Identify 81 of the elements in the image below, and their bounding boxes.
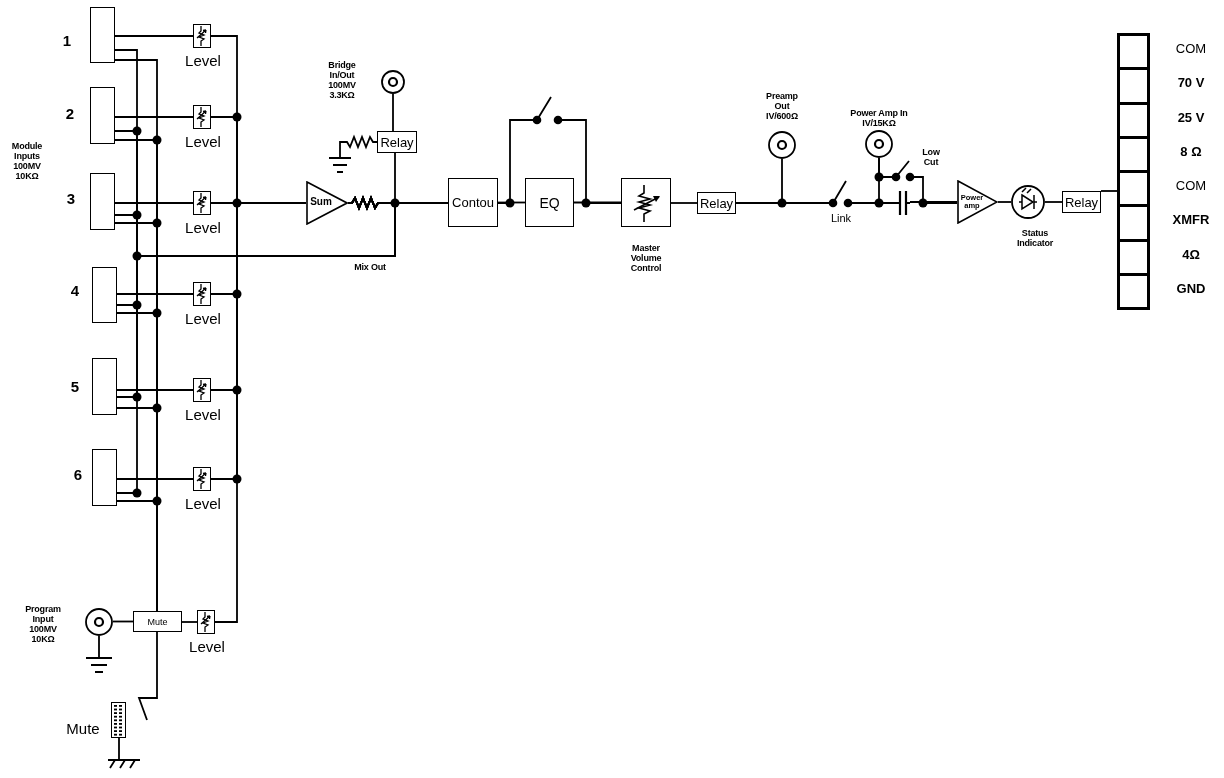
amplifier-triangle <box>957 180 998 224</box>
wire <box>909 201 958 203</box>
component-caption: Power Amp In IV/15KΩ <box>849 108 909 129</box>
annotation-label: Module Inputs 100MV 10KΩ <box>10 141 44 182</box>
master-volume-box <box>621 178 671 227</box>
contour-box <box>448 178 498 227</box>
terminal-label: 25 V <box>1176 110 1206 126</box>
jack-socket <box>85 608 113 636</box>
wire <box>670 202 698 204</box>
wire <box>116 293 194 295</box>
jack-socket <box>768 131 796 159</box>
channel-number: 2 <box>64 106 76 123</box>
terminal-label: 70 V <box>1176 76 1206 91</box>
module-input-box <box>92 449 117 506</box>
jack-socket <box>865 130 893 158</box>
channel-number: 4 <box>69 283 81 300</box>
channel-number: 1 <box>61 33 73 50</box>
wire <box>114 116 194 118</box>
wire <box>392 93 394 132</box>
component-caption: Status Indicator <box>1015 228 1055 249</box>
component-caption: Preamp Out IV/600Ω <box>765 91 799 122</box>
terminal-label: 4Ω <box>1181 247 1201 263</box>
component-caption: Bridge In/Out 100MV 3.3KΩ <box>327 60 357 101</box>
component-caption: Mute <box>65 721 101 738</box>
channel-number: 6 <box>72 467 84 484</box>
mute-box <box>133 611 182 632</box>
module-input-box <box>90 87 115 144</box>
level-label: Level <box>184 311 222 328</box>
eq-box <box>525 178 574 227</box>
wire <box>914 176 958 204</box>
wire <box>114 35 194 37</box>
wire <box>116 389 194 391</box>
terminal-label: COM <box>1174 42 1208 57</box>
amplifier-label: Sum <box>309 197 333 207</box>
wire <box>137 631 158 721</box>
wire <box>181 621 198 623</box>
level-label: Level <box>184 496 222 513</box>
switch-symbol <box>828 179 853 208</box>
module-input-box <box>90 173 115 230</box>
wire <box>1044 201 1063 203</box>
component-caption: Program Input 100MV 10KΩ <box>24 604 62 645</box>
block-label: EQ <box>539 194 560 211</box>
wire <box>1100 190 1118 192</box>
switch-label: Low Cut <box>921 147 941 168</box>
channel-number: 5 <box>69 379 81 396</box>
switch-symbol <box>891 159 915 182</box>
capacitor-symbol <box>896 190 910 216</box>
level-label: Level <box>184 134 222 151</box>
amplifier-triangle <box>306 181 348 225</box>
terminal-label: XMFR <box>1171 213 1211 228</box>
terminal-label: GND <box>1175 281 1207 297</box>
mute-pushbutton <box>111 702 126 738</box>
level-label: Level <box>184 53 222 70</box>
block-label: Contou <box>452 195 494 210</box>
wire <box>562 119 622 204</box>
status-led <box>1011 185 1045 219</box>
jack-socket <box>381 70 405 94</box>
terminal-box <box>1117 67 1150 105</box>
module-input-box <box>90 7 115 63</box>
channel-number: 3 <box>65 191 77 208</box>
module-input-box <box>92 267 117 323</box>
wire <box>997 201 1012 203</box>
block-label: Relay <box>1064 194 1099 210</box>
module-input-box <box>92 358 117 415</box>
block-label: Relay <box>380 134 414 150</box>
level-label: Level <box>188 639 226 656</box>
terminal-label: COM <box>1174 179 1208 194</box>
terminal-label: 8 Ω <box>1179 144 1203 160</box>
switch-label: Link <box>829 212 853 225</box>
block-label: Mute <box>147 616 168 627</box>
switch-symbol <box>532 95 563 125</box>
wire <box>114 202 194 204</box>
component-caption: Master Volume Control <box>629 243 663 274</box>
terminal-box <box>1117 204 1150 242</box>
level-label: Level <box>184 407 222 424</box>
wire <box>112 620 134 623</box>
wire <box>116 478 194 480</box>
wire <box>497 119 533 204</box>
block-label: Relay <box>699 195 734 211</box>
annotation-label: Mix Out <box>353 262 387 273</box>
level-label: Level <box>184 220 222 237</box>
